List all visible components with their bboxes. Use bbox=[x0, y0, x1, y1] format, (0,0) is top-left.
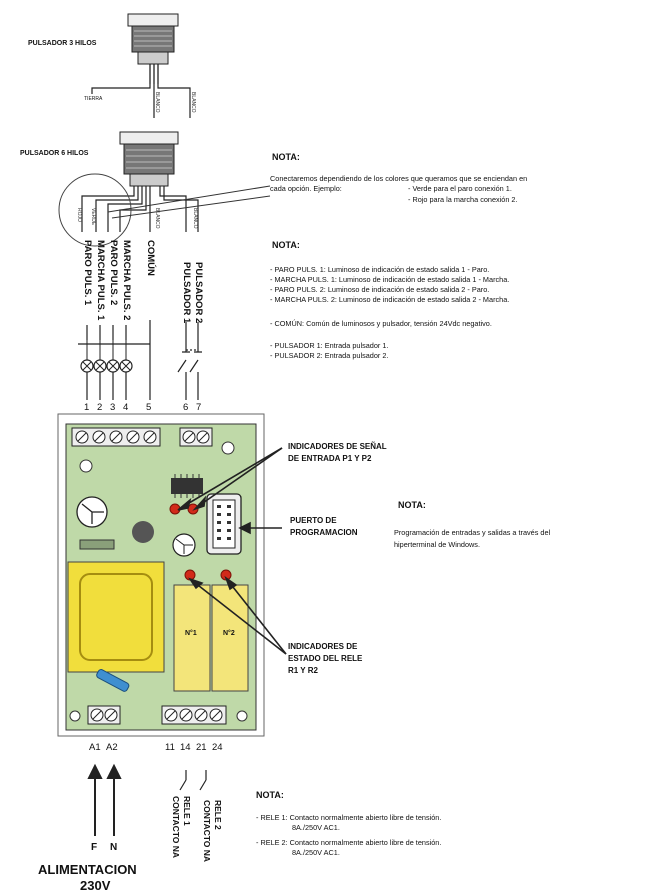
led-icon bbox=[184, 569, 232, 581]
nota-line: - PULSADOR 2: Entrada pulsador 2. bbox=[270, 351, 389, 360]
controller-board bbox=[57, 413, 265, 737]
indicadores-estado-label: ESTADO DEL RELE bbox=[288, 654, 363, 663]
terminal-number: 24 bbox=[212, 742, 223, 753]
nota-line: - MARCHA PULS. 1: Luminoso de indicación… bbox=[270, 275, 510, 284]
puerto-label: PUERTO DE bbox=[290, 516, 337, 525]
lamp-icon bbox=[78, 320, 151, 400]
nota-line: 8A./250V AC1. bbox=[292, 823, 340, 832]
terminal-number: 5 bbox=[146, 402, 152, 413]
indicadores-senal-label: DE ENTRADA P1 Y P2 bbox=[288, 454, 372, 463]
potentiometer-icon bbox=[76, 496, 108, 528]
nota-line bbox=[270, 305, 509, 319]
nota-2-list: - PARO PULS. 1: Luminoso de indicación d… bbox=[270, 265, 509, 361]
vertical-label: MARCHA PULS. 2 bbox=[121, 240, 132, 321]
wire-tag: ROJO bbox=[76, 208, 82, 222]
vertical-label: PARO PULS. 2 bbox=[108, 240, 119, 306]
nota-line: - RELE 2: Contacto normalmente abierto l… bbox=[256, 838, 442, 847]
nota-title: NOTA: bbox=[272, 152, 300, 162]
terminal-number: 4 bbox=[123, 402, 129, 413]
nota-line: - RELE 1: Contacto normalmente abierto l… bbox=[256, 813, 442, 822]
terminal-number: 6 bbox=[183, 402, 189, 413]
nota-line: Programación de entradas y salidas a tra… bbox=[394, 528, 551, 537]
nota-title: NOTA: bbox=[398, 500, 426, 510]
terminal-number: A1 bbox=[89, 742, 101, 753]
switch-icon bbox=[179, 770, 207, 791]
indicadores-estado-label: INDICADORES DE bbox=[288, 642, 358, 651]
nota-line: cada opción. Ejemplo: bbox=[270, 184, 342, 193]
f-label: F bbox=[91, 842, 98, 853]
vertical-label: MARCHA PULS. 1 bbox=[95, 240, 106, 321]
indicadores-estado-label: R1 Y R2 bbox=[288, 666, 318, 675]
potentiometer-icon bbox=[172, 533, 196, 557]
wire-tag: BLANCO bbox=[192, 208, 198, 229]
nota-line: - COMÚN: Común de luminosos y pulsador, … bbox=[270, 319, 492, 328]
switch-icon bbox=[177, 322, 202, 400]
terminal-number: A2 bbox=[106, 742, 118, 753]
nota-line: - PULSADOR 1: Entrada pulsador 1. bbox=[270, 341, 389, 350]
puerto-label: PROGRAMACION bbox=[290, 528, 358, 537]
wire-tag: BLANCO bbox=[154, 208, 160, 229]
pushbutton-3-wire-icon bbox=[91, 13, 191, 118]
nota-line: 8A./250V AC1. bbox=[292, 848, 340, 857]
rele-vertical-label: CONTACTO NA bbox=[171, 796, 181, 859]
wire-tag: VERDE bbox=[90, 208, 96, 226]
voltage-label: 230V bbox=[80, 878, 111, 893]
vertical-label: PARO PULS. 1 bbox=[82, 240, 93, 306]
nota-line: - MARCHA PULS. 2: Luminoso de indicación… bbox=[270, 295, 510, 304]
nota-title: NOTA: bbox=[256, 790, 284, 800]
arrow-icon bbox=[87, 763, 122, 836]
vertical-label: PULSADOR 1 bbox=[181, 262, 192, 324]
nota-line: Conectaremos dependiendo de los colores … bbox=[270, 174, 528, 183]
terminal-number: 14 bbox=[180, 742, 191, 753]
nota-line: - PARO PULS. 1: Luminoso de indicación d… bbox=[270, 265, 490, 274]
rele-vertical-label: RELE 1 bbox=[182, 796, 192, 826]
vertical-label: PULSADOR 2 bbox=[193, 262, 204, 324]
nota-line: - Verde para el paro conexión 1. bbox=[408, 184, 512, 193]
n-label: N bbox=[110, 842, 118, 853]
relay-label: N°1 bbox=[185, 630, 197, 637]
nota-line: - Rojo para la marcha conexión 2. bbox=[408, 195, 518, 204]
wire-tag: BLANCO bbox=[190, 92, 196, 113]
nota-line: - PARO PULS. 2: Luminoso de indicación d… bbox=[270, 285, 490, 294]
pulsador-6-label: PULSADOR 6 HILOS bbox=[20, 150, 89, 157]
led-icon bbox=[169, 503, 199, 515]
tierra-label: TIERRA bbox=[84, 96, 103, 102]
rele-vertical-label: CONTACTO NA bbox=[202, 800, 212, 863]
terminal-number: 21 bbox=[196, 742, 207, 753]
wire-tag: BLANCO bbox=[154, 92, 160, 113]
vertical-label: COMÚN bbox=[145, 240, 156, 276]
terminal-number: 11 bbox=[165, 742, 175, 753]
terminal-number: 3 bbox=[110, 402, 116, 413]
nota-line bbox=[270, 329, 509, 341]
connector-icon bbox=[206, 493, 242, 555]
relay-label: N°2 bbox=[223, 630, 235, 637]
indicadores-senal-label: INDICADORES DE SEÑAL bbox=[288, 442, 387, 451]
pushbutton-6-wire-icon bbox=[58, 131, 271, 247]
terminal-number: 1 bbox=[84, 402, 90, 413]
nota-line: hiperterminal de Windows. bbox=[394, 540, 480, 549]
terminal-number: 7 bbox=[196, 402, 202, 413]
pulsador-3-label: PULSADOR 3 HILOS bbox=[28, 40, 97, 47]
arrow-icon bbox=[177, 447, 287, 655]
rele-vertical-label: RELE 2 bbox=[213, 800, 223, 830]
nota-title: NOTA: bbox=[272, 240, 300, 250]
terminal-number: 2 bbox=[97, 402, 103, 413]
alimentacion-label: ALIMENTACION bbox=[38, 862, 137, 877]
